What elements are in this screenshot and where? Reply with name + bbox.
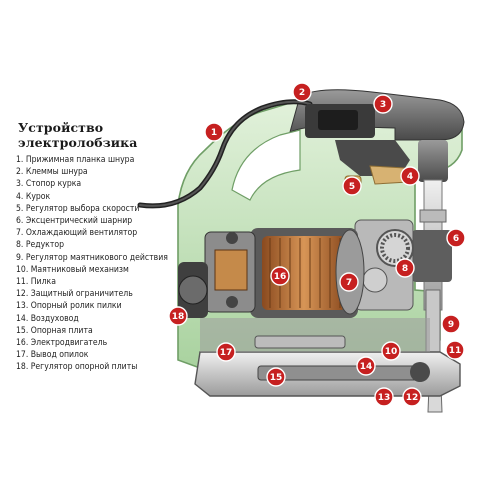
legend-item: 1. Прижимная планка шнура: [16, 155, 135, 165]
callout-number: 11: [449, 346, 462, 356]
callout-number: 8: [402, 264, 408, 274]
callout-badge: 8: [395, 258, 415, 278]
gearbox: [354, 219, 414, 311]
electric-motor: [204, 228, 365, 318]
legend-item: 8. Редуктор: [16, 240, 64, 251]
left-end-cap: [178, 262, 208, 318]
callout-badge: 3: [373, 94, 393, 114]
callout-badge: 15: [266, 367, 286, 387]
parts-legend: Устройство электролобзика 1. Прижимная п…: [16, 120, 226, 374]
callout-number: 3: [380, 100, 386, 110]
callout-badge: 12: [402, 387, 422, 407]
legend-item: 15. Опорная плита: [16, 325, 93, 336]
callout-badge: 7: [339, 272, 359, 292]
callout-number: 18: [172, 312, 185, 322]
legend-item: 4. Курок: [16, 191, 51, 202]
callout-number: 13: [378, 393, 391, 403]
callout-badge: 17: [216, 342, 236, 362]
legend-item: 16. Электродвигатель: [16, 338, 108, 349]
legend-item: 9. Регулятор маятникового действия: [16, 252, 168, 263]
legend-item: 14. Воздуховод: [16, 313, 79, 324]
power-cord: [137, 99, 313, 209]
callout-badge: 4: [400, 166, 420, 186]
legend-title: Устройство электролобзика: [18, 120, 138, 150]
callout-badge: 5: [342, 176, 362, 196]
callout-number: 15: [270, 373, 283, 383]
base-plate: [194, 318, 461, 397]
callout-number: 9: [448, 320, 454, 330]
callout-number: 5: [349, 182, 355, 192]
legend-item: 10. Маятниковый механизм: [16, 264, 129, 275]
legend-item: 7. Охлаждающий вентилятор: [16, 228, 138, 239]
callout-badge: 11: [445, 340, 465, 360]
callout-number: 17: [220, 348, 233, 358]
callout-number: 14: [360, 362, 373, 372]
legend-item: 17. Вывод опилок: [16, 350, 89, 361]
callout-badge: 1: [204, 122, 224, 142]
callout-badge: 10: [381, 341, 401, 361]
callout-badge: 16: [270, 266, 290, 286]
callout-number: 16: [274, 272, 287, 282]
legend-item: 12. Защитный ограничитель: [16, 289, 133, 300]
callout-number: 2: [299, 88, 305, 98]
legend-item: 11. Пилка: [16, 277, 56, 288]
callout-badge: 13: [374, 387, 394, 407]
callout-number: 4: [407, 172, 413, 182]
callout-badge: 2: [292, 82, 312, 102]
callout-badge: 18: [168, 306, 188, 326]
callout-number: 12: [406, 393, 419, 403]
legend-item: 13. Опорный ролик пилки: [16, 301, 122, 312]
callout-badge: 6: [446, 228, 466, 248]
legend-item: 6. Эксцентрический шарнир: [16, 216, 133, 227]
callout-badge: 14: [356, 356, 376, 376]
legend-item: 5. Регулятор выбора скорости: [16, 203, 140, 214]
callout-number: 1: [211, 128, 217, 138]
callout-number: 7: [346, 278, 352, 288]
legend-item: 18. Регулятор опорной плиты: [16, 362, 138, 373]
callout-number: 10: [385, 347, 398, 357]
legend-item: 2. Клеммы шнура: [16, 167, 88, 178]
legend-list: 1. Прижимная планка шнура 2. Клеммы шнур…: [16, 154, 226, 374]
callout-number: 6: [453, 234, 459, 244]
legend-item: 3. Стопор курка: [16, 179, 82, 190]
callout-badge: 9: [441, 314, 461, 334]
